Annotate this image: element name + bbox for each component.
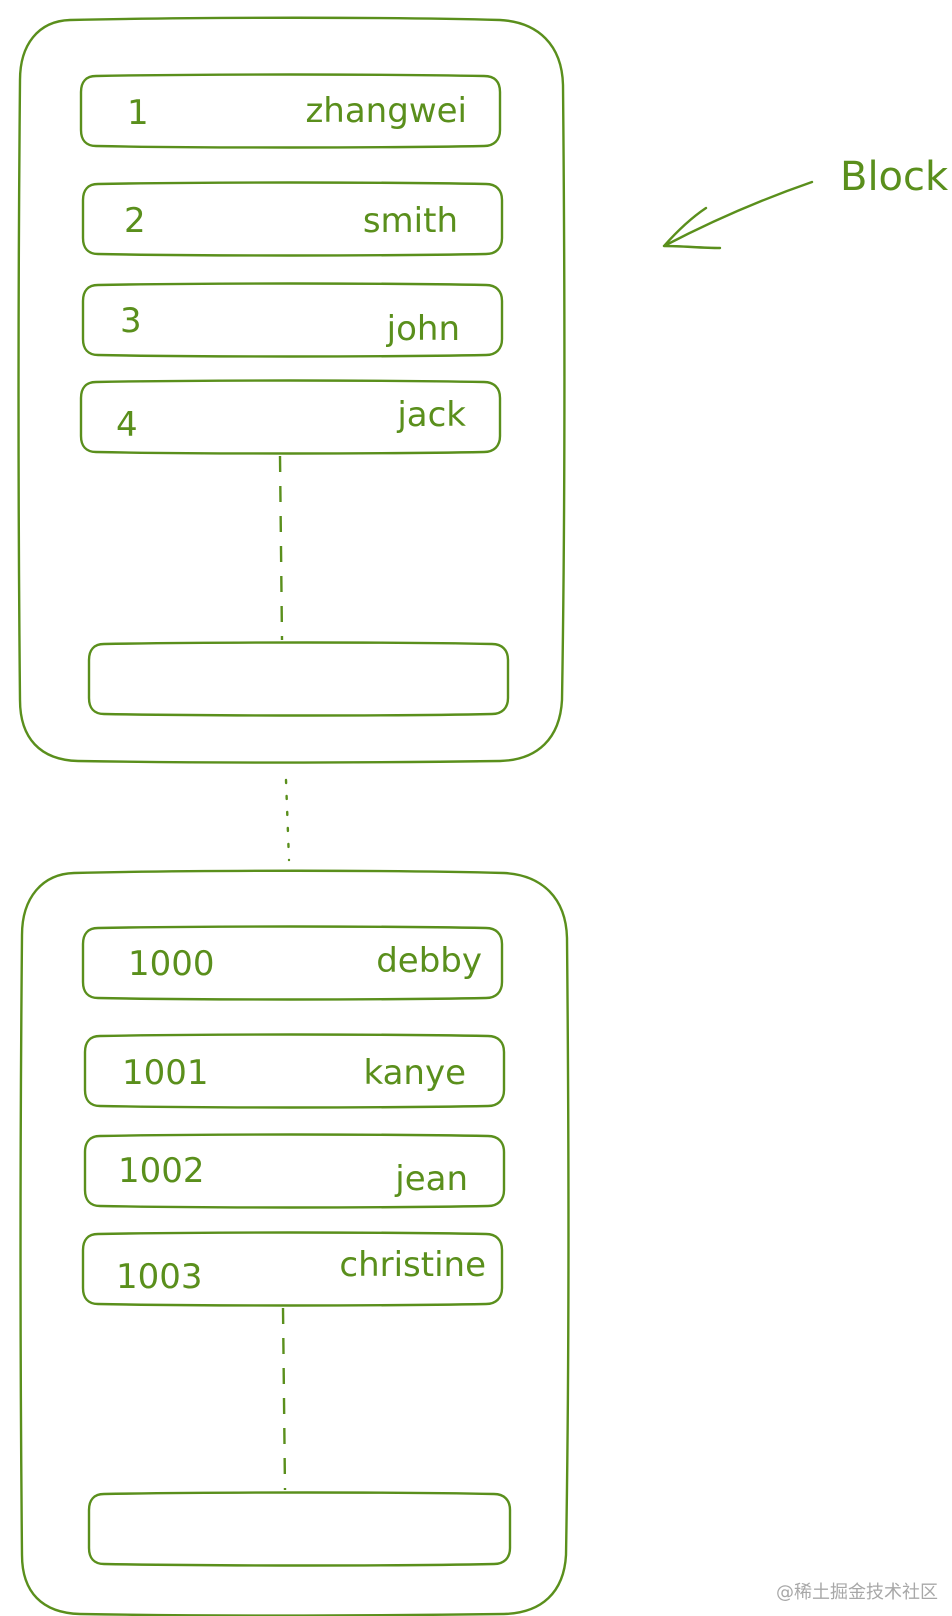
block-gap-dotted-line bbox=[284, 778, 291, 862]
block-2-row-2: 1001 kanye bbox=[83, 1033, 506, 1109]
row-name: john bbox=[386, 309, 460, 349]
row-name: jack bbox=[396, 395, 466, 435]
block-1-row-3: 3 john bbox=[81, 282, 504, 358]
row-id: 3 bbox=[120, 301, 142, 341]
block-1-row-1: 1 zhangwei bbox=[79, 73, 502, 149]
row-id: 1 bbox=[127, 93, 149, 133]
row-id: 1001 bbox=[122, 1053, 209, 1093]
block-2-row-3: 1002 jean bbox=[83, 1133, 506, 1209]
block-1-row-2: 2 smith bbox=[81, 181, 504, 257]
row-name: zhangwei bbox=[305, 91, 467, 131]
block-annotation: Block bbox=[662, 154, 949, 250]
block-2-row-1: 1000 debby bbox=[81, 925, 504, 1001]
row-id: 2 bbox=[124, 201, 146, 241]
arrow-icon bbox=[662, 180, 814, 250]
row-name: jean bbox=[394, 1159, 468, 1199]
row-name: smith bbox=[363, 201, 458, 241]
row-id: 1002 bbox=[118, 1151, 205, 1191]
block-1-container bbox=[17, 16, 566, 764]
block-2-continuation-line bbox=[281, 1307, 287, 1491]
block-2-container bbox=[19, 869, 570, 1616]
row-id: 4 bbox=[116, 405, 138, 445]
watermark: @稀土掘金技术社区 bbox=[776, 1582, 938, 1603]
block-1-empty-row bbox=[87, 641, 510, 717]
annotation-label: Block bbox=[840, 154, 949, 200]
row-name: kanye bbox=[363, 1053, 466, 1093]
row-name: christine bbox=[339, 1245, 486, 1285]
row-name: debby bbox=[376, 941, 482, 981]
row-id: 1003 bbox=[116, 1257, 203, 1297]
block-1-continuation-line bbox=[278, 455, 284, 641]
block-2-empty-row bbox=[87, 1491, 512, 1567]
block-1-row-4: 4 jack bbox=[79, 379, 502, 455]
block-2-row-4: 1003 christine bbox=[81, 1231, 504, 1307]
row-id: 1000 bbox=[128, 944, 215, 984]
